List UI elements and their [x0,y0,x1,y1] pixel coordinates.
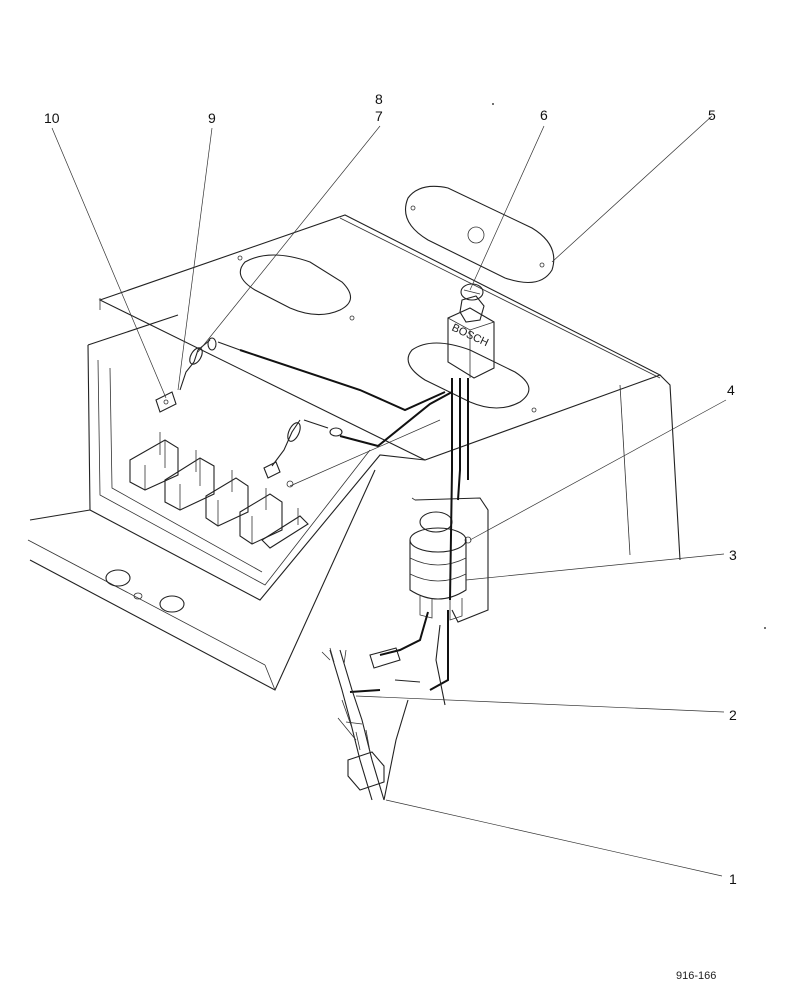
callout-9: 9 [208,110,216,126]
callout-3: 3 [729,547,737,563]
callout-5: 5 [708,107,716,123]
top-openings [237,254,537,413]
wiring-harness [239,349,469,801]
callout-1: 1 [729,871,737,887]
callout-6: 6 [540,107,548,123]
coil-bracket [409,497,489,623]
callout-10: 10 [44,110,60,126]
callout-8: 8 [375,91,383,107]
drawing-number: 916-166 [676,970,716,982]
switch: BOSCH [447,283,495,379]
callout-2: 2 [729,707,737,723]
leader-lines [51,115,727,877]
specks [492,103,766,629]
console-housing [27,214,681,691]
callout-4: 4 [727,382,735,398]
callout-7: 7 [375,108,383,124]
cover-plate [404,185,555,284]
callout-labels: 1 2 3 4 5 6 7 8 9 10 [44,91,737,887]
relay-blocks [129,391,309,549]
